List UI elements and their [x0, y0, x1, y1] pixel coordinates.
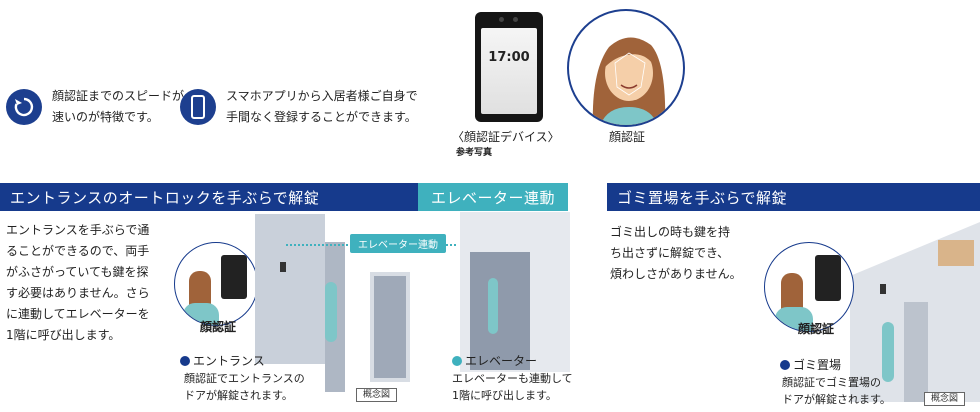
elevator-section-title: エレベーター連動 [418, 183, 568, 211]
entrance-location-text: 顔認証でエントランスの ドアが解錠されます。 [184, 372, 305, 402]
bullet-dot-icon [452, 355, 462, 366]
device-time: 17:00 [488, 50, 530, 65]
feature-text-line: スマホアプリから入居者様ご自身で [226, 89, 418, 103]
speed-refresh-icon [6, 89, 42, 125]
face-auth-device-image: 17:00 [475, 12, 543, 122]
feature-speed: 顔認証までのスピードが 速いのが特徴です。 [6, 86, 184, 128]
garbage-location-label: ゴミ置場 [780, 356, 841, 373]
entrance-elevator-concept-illustration: 顔認証 エレベーター連動 [170, 212, 570, 407]
garbage-concept-label: 概念図 [924, 392, 966, 406]
entrance-location-label: エントランス [180, 352, 265, 369]
garbage-description: ゴミ出しの時も鍵を持 ち出さずに解錠でき、 煩わしさがありません。 [610, 225, 742, 281]
garbage-face-auth-circle [764, 242, 854, 332]
entrance-concept-label: 概念図 [356, 388, 398, 402]
entrance-face-auth-circle [174, 242, 258, 326]
device-caption: 〈顔認証デバイス〉 [452, 130, 560, 144]
face-caption: 顔認証 [609, 130, 646, 144]
entrance-door [370, 272, 410, 382]
smartphone-icon [180, 89, 216, 125]
elevator-link-pill: エレベーター連動 [350, 234, 446, 253]
entrance-description: エントランスを手ぶらで通 ることができるので、両手 がふさがっていても鍵を探 す… [6, 223, 150, 342]
device-note: 参考写真 [456, 148, 493, 158]
elevator-door [470, 252, 530, 370]
face-recognition-illustration [567, 9, 685, 127]
garbage-location-text: 顔認証でゴミ置場の ドアが解錠されます。 [782, 376, 891, 406]
camera-icon [499, 17, 504, 22]
elevator-location-text: エレベーターも連動して 1階に呼び出します。 [452, 372, 573, 402]
feature-text-line: 手間なく登録することができます。 [226, 110, 417, 124]
feature-text-line: 顔認証までのスピードが [52, 89, 185, 103]
feature-smartphone: スマホアプリから入居者様ご自身で 手間なく登録することができます。 [180, 86, 418, 128]
bullet-dot-icon [780, 359, 790, 370]
entrance-section-title: エントランスのオートロックを手ぶらで解錠 [0, 183, 418, 211]
entrance-face-label: 顔認証 [200, 320, 237, 334]
garbage-face-label: 顔認証 [798, 322, 835, 336]
camera-icon [513, 17, 518, 22]
bullet-dot-icon [180, 355, 190, 366]
elevator-location-label: エレベーター [452, 352, 537, 369]
garbage-section-title: ゴミ置場を手ぶらで解錠 [607, 183, 980, 211]
feature-text-line: 速いのが特徴です。 [52, 110, 159, 124]
garbage-concept-illustration: 顔認証 [760, 212, 980, 407]
